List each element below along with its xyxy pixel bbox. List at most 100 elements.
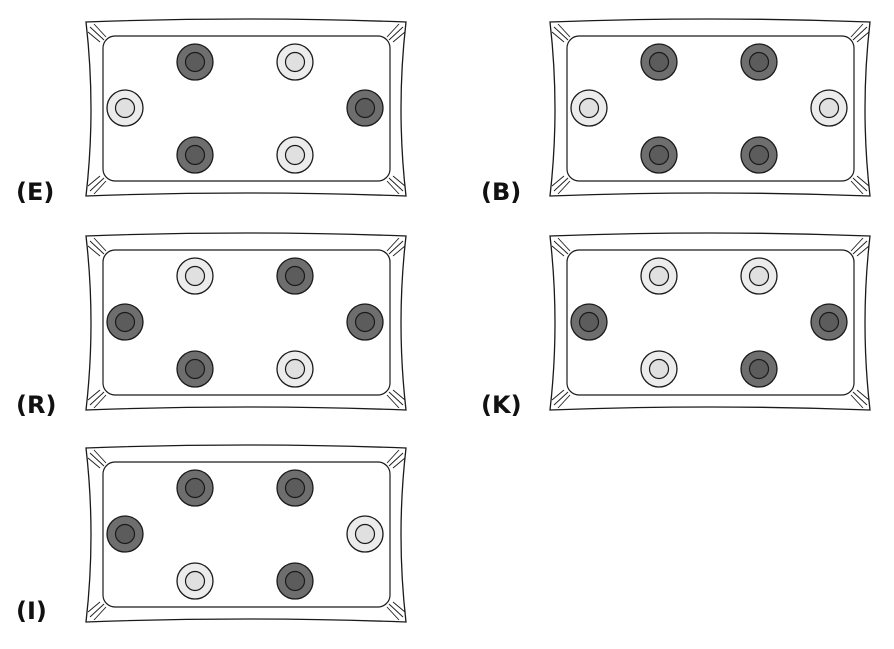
panel-k: [548, 232, 873, 414]
panel-e: [84, 18, 409, 200]
panel-r: [84, 232, 409, 414]
corner-mark: [87, 31, 101, 43]
corner-mark: [388, 452, 404, 467]
piece-dark: [176, 136, 214, 174]
board-e: [85, 18, 407, 197]
corner-mark: [551, 31, 565, 43]
board-field: [566, 249, 855, 396]
corner-mark: [386, 449, 400, 464]
piece-light: [176, 562, 214, 600]
corner-mark: [553, 177, 569, 192]
corner-mark: [386, 606, 400, 621]
piece-light: [276, 43, 314, 81]
board-field: [102, 35, 391, 182]
piece-dark: [640, 43, 678, 81]
corner-mark: [553, 391, 569, 406]
board-field: [566, 35, 855, 182]
piece-dark: [570, 303, 608, 341]
corner-mark: [386, 180, 400, 195]
corner-mark: [850, 23, 864, 38]
corner-mark: [392, 31, 406, 43]
corner-mark: [557, 180, 571, 195]
corner-mark: [89, 177, 105, 192]
piece-dark: [176, 469, 214, 507]
corner-mark: [93, 180, 107, 195]
corner-mark: [852, 177, 868, 192]
piece-light: [176, 257, 214, 295]
corner-mark: [392, 245, 406, 257]
piece-light: [810, 89, 848, 127]
corner-mark: [856, 389, 870, 401]
corner-mark: [386, 23, 400, 38]
corner-mark: [392, 389, 406, 401]
board-r: [85, 232, 407, 411]
corner-mark: [87, 457, 101, 469]
panel-label-r: (R): [16, 391, 57, 419]
corner-mark: [89, 603, 105, 618]
piece-dark: [106, 515, 144, 553]
corner-mark: [87, 601, 101, 613]
panel-label-e: (E): [16, 178, 55, 206]
piece-dark: [276, 257, 314, 295]
corner-mark: [553, 240, 569, 255]
corner-mark: [93, 606, 107, 621]
corner-mark: [93, 237, 107, 252]
piece-light: [640, 257, 678, 295]
piece-dark: [276, 469, 314, 507]
piece-light: [740, 257, 778, 295]
piece-dark: [176, 43, 214, 81]
corner-mark: [93, 394, 107, 409]
piece-dark: [740, 43, 778, 81]
corner-mark: [87, 245, 101, 257]
corner-mark: [551, 389, 565, 401]
piece-light: [276, 350, 314, 388]
corner-mark: [392, 457, 406, 469]
panel-b: [548, 18, 873, 200]
corner-mark: [850, 394, 864, 409]
corner-mark: [386, 237, 400, 252]
corner-mark: [551, 245, 565, 257]
board-field: [102, 249, 391, 396]
corner-mark: [89, 452, 105, 467]
corner-mark: [852, 26, 868, 41]
corner-mark: [388, 240, 404, 255]
corner-mark: [388, 391, 404, 406]
corner-mark: [89, 391, 105, 406]
corner-mark: [93, 23, 107, 38]
panel-i: [84, 444, 409, 626]
corner-mark: [392, 601, 406, 613]
piece-light: [346, 515, 384, 553]
corner-mark: [553, 26, 569, 41]
board-k: [549, 232, 871, 411]
piece-light: [570, 89, 608, 127]
corner-mark: [388, 26, 404, 41]
corner-mark: [87, 389, 101, 401]
piece-dark: [176, 350, 214, 388]
panel-label-i: (I): [16, 597, 47, 625]
corner-mark: [89, 240, 105, 255]
panel-label-b: (B): [481, 178, 522, 206]
piece-dark: [740, 350, 778, 388]
corner-mark: [856, 31, 870, 43]
corner-mark: [852, 240, 868, 255]
corner-mark: [856, 175, 870, 187]
piece-dark: [640, 136, 678, 174]
board-field: [102, 461, 391, 608]
board-i: [85, 444, 407, 623]
corner-mark: [551, 175, 565, 187]
corner-mark: [557, 23, 571, 38]
corner-mark: [388, 603, 404, 618]
panel-label-k: (K): [481, 391, 522, 419]
corner-mark: [557, 237, 571, 252]
corner-mark: [89, 26, 105, 41]
piece-dark: [106, 303, 144, 341]
piece-light: [276, 136, 314, 174]
corner-mark: [388, 177, 404, 192]
corner-mark: [557, 394, 571, 409]
corner-mark: [850, 180, 864, 195]
corner-mark: [87, 175, 101, 187]
board-b: [549, 18, 871, 197]
piece-light: [106, 89, 144, 127]
piece-dark: [346, 303, 384, 341]
corner-mark: [392, 175, 406, 187]
